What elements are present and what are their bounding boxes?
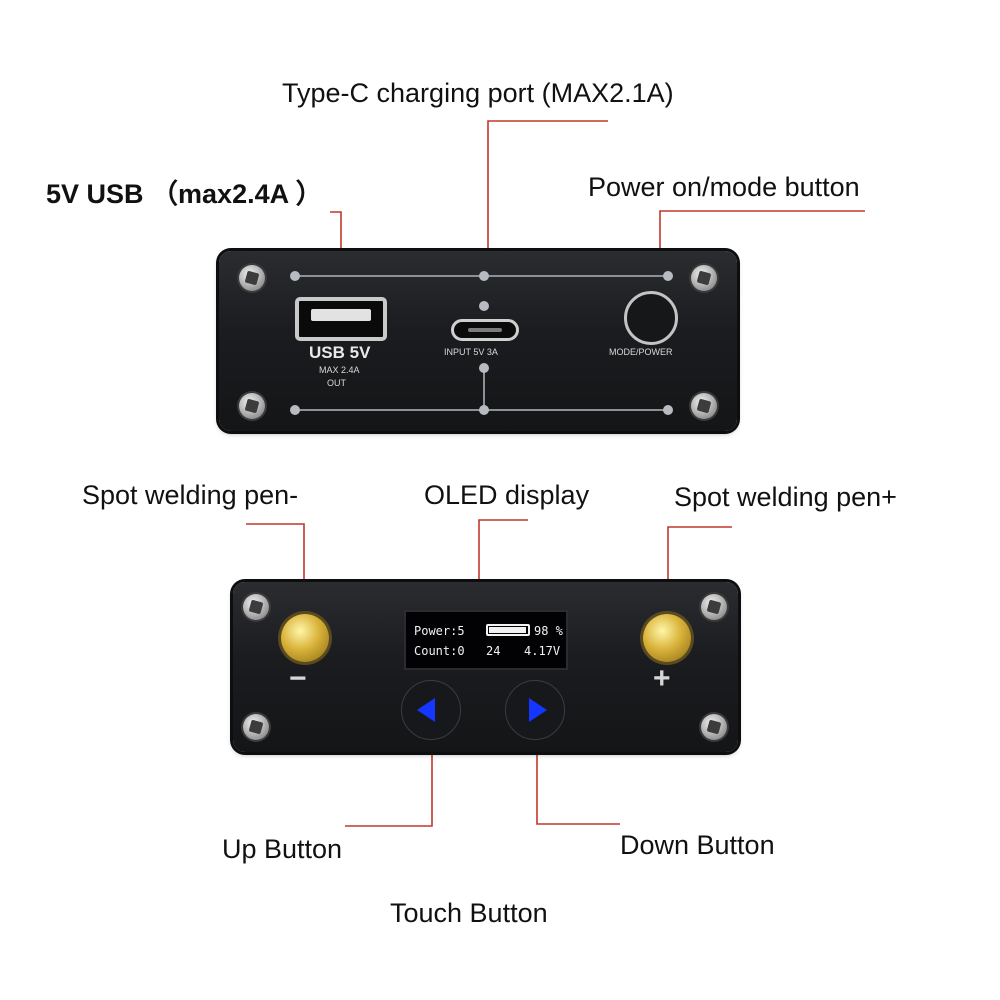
usb-5v-label: USB 5V [309,343,371,362]
right-arrow-icon [529,698,547,722]
panel-dot [290,405,300,415]
mode-power-label: MODE/POWER [609,347,673,357]
panel-dot [479,301,489,311]
oled-voltage-text: 4.17V [524,644,561,658]
front-panel-top: USB 5V MAX 2.4A OUT INPUT 5V 3A MODE/POW… [219,251,737,431]
usb-5v-callout: 5V USB （max2.4A ） [46,179,323,209]
input-rating-label: INPUT 5V 3A [444,347,498,357]
typec-charging-port[interactable] [451,319,519,341]
usb-out-label: OUT [327,378,346,388]
typec-port-callout: Type-C charging port (MAX2.1A) [282,78,674,108]
battery-bar [486,624,530,636]
pen-plus-callout: Spot welding pen+ [674,482,897,512]
minus-sign: − [289,662,307,695]
usb-max-label: MAX 2.4A [319,365,360,375]
usb-a-port[interactable] [295,297,387,341]
battery-bar-fill [489,627,526,633]
touch-button-callout: Touch Button [390,898,548,928]
panel-dot [290,271,300,281]
panel-dot [479,363,489,373]
up-button-callout: Up Button [222,834,343,864]
panel-dot [479,405,489,415]
panel-divider-line [483,371,485,411]
screw-icon [243,594,269,620]
plus-sign: + [653,662,671,695]
oled-power-text: Power:5 [414,624,465,638]
screw-icon [691,265,717,291]
panel-dot [479,271,489,281]
pen-minus-callout: Spot welding pen- [82,480,299,510]
mode-power-button[interactable] [624,291,678,345]
oled-count-text: Count:0 [414,644,465,658]
screw-icon [239,265,265,291]
left-arrow-icon [417,698,435,722]
pen-minus-terminal[interactable] [281,614,329,662]
pen-plus-terminal[interactable] [643,614,691,662]
down-button-callout: Down Button [620,830,775,860]
oled-display-callout: OLED display [424,480,590,510]
screw-icon [701,594,727,620]
oled-display: Power:5 98 % Count:0 24 4.17V [404,610,568,670]
screw-icon [691,393,717,419]
panel-dot [663,405,673,415]
oled-count-extra: 24 [486,644,501,658]
screw-icon [701,714,727,740]
screw-icon [243,714,269,740]
panel-dot [663,271,673,281]
oled-battery-percent: 98 % [534,624,563,638]
screw-icon [239,393,265,419]
power-mode-callout: Power on/mode button [588,172,860,202]
